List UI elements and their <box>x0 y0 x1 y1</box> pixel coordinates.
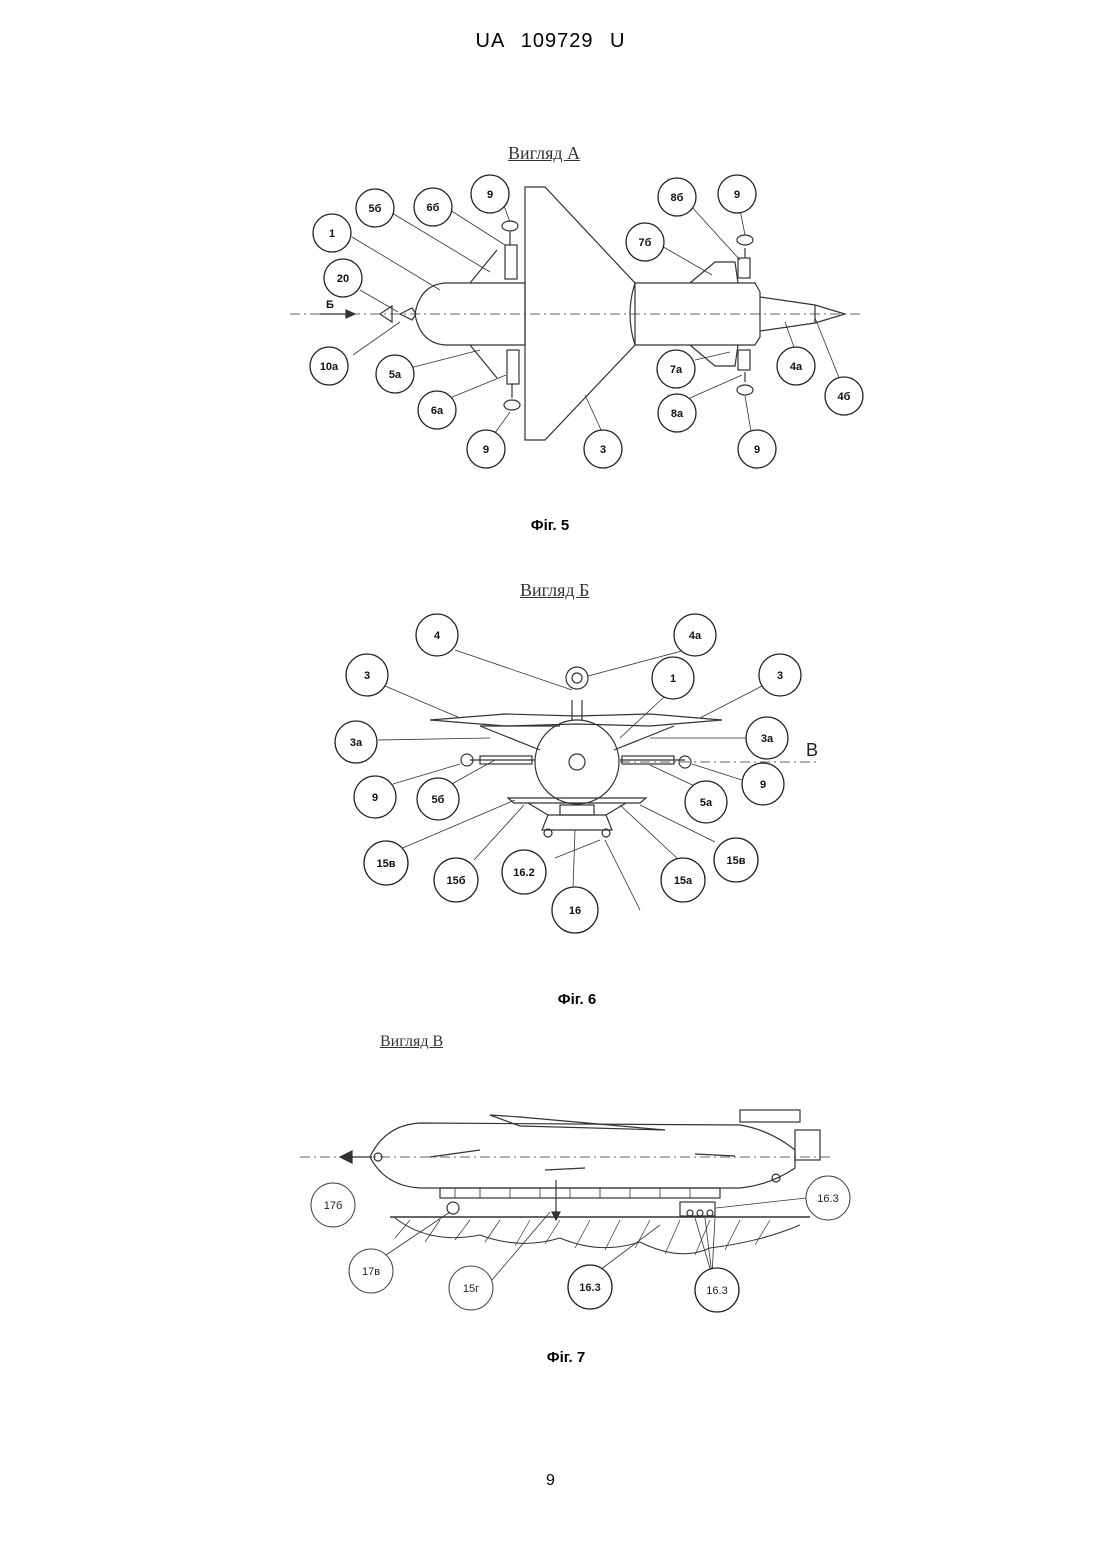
fig7-callouts: 17б 17в 15г 16.3 16.3 16.3 <box>311 1176 850 1312</box>
callout-circle <box>310 175 863 468</box>
label-9: 9 <box>734 189 740 201</box>
label-9: 9 <box>760 779 766 791</box>
fig6-callouts: 4 4а 3 1 3 3а 3а 9 5б 5а 9 15в 15б 16.2 … <box>335 614 818 933</box>
fig5-callouts: 1 5б 6б 9 20 10а 5а 6а 9 3 8б 9 7б 7а 8а… <box>310 175 863 468</box>
label-20: 20 <box>337 273 349 285</box>
label-6b: 6б <box>427 202 440 214</box>
label-16-3: 16.3 <box>579 1282 600 1294</box>
label-15b: 15б <box>446 875 465 887</box>
label-1: 1 <box>670 673 676 685</box>
label-9: 9 <box>483 444 489 456</box>
label-15a: 15а <box>674 875 693 887</box>
label-15v: 15в <box>727 855 746 867</box>
label-15g: 15г <box>463 1283 479 1295</box>
label-4b: 4б <box>838 391 851 403</box>
label-16-2: 16.2 <box>513 867 534 879</box>
label-17b: 17б <box>324 1200 343 1212</box>
label-8a: 8а <box>671 408 684 420</box>
arrow-letter-b: Б <box>326 299 334 311</box>
label-16-3: 16.3 <box>706 1285 727 1297</box>
label-9: 9 <box>754 444 760 456</box>
label-17v: 17в <box>362 1266 380 1278</box>
label-4: 4 <box>434 630 441 642</box>
label-5b: 5б <box>432 794 445 806</box>
label-4a: 4а <box>689 630 702 642</box>
label-3a: 3а <box>761 733 774 745</box>
label-15v: 15в <box>377 858 396 870</box>
label-3: 3 <box>777 670 783 682</box>
label-3: 3 <box>364 670 370 682</box>
label-3a: 3а <box>350 737 363 749</box>
label-5a: 5а <box>700 797 713 809</box>
label-5a: 5а <box>389 369 402 381</box>
label-8b: 8б <box>671 192 684 204</box>
label-16: 16 <box>569 905 581 917</box>
label-7b: 7б <box>639 237 652 249</box>
label-7a: 7а <box>670 364 683 376</box>
label-9: 9 <box>487 189 493 201</box>
callout-circle <box>335 614 801 933</box>
label-3: 3 <box>600 444 606 456</box>
label-5b: 5б <box>369 203 382 215</box>
label-4a: 4а <box>790 361 803 373</box>
arrow-letter-v: В <box>806 740 818 760</box>
label-1: 1 <box>329 228 335 240</box>
label-6a: 6а <box>431 405 444 417</box>
label-9: 9 <box>372 792 378 804</box>
label-10a: 10а <box>320 361 339 373</box>
label-16-3: 16.3 <box>817 1193 838 1205</box>
